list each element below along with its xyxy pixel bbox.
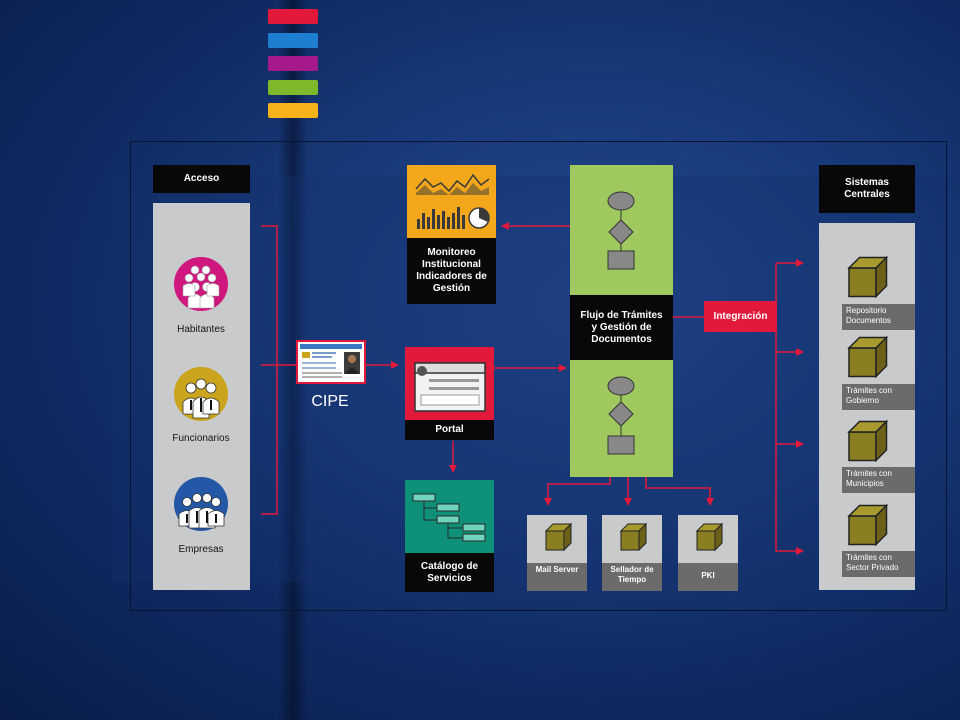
browser-window-icon xyxy=(414,362,486,412)
sistemas-title: Sistemas Centrales xyxy=(819,165,915,213)
diagram-frame xyxy=(130,141,947,611)
tree-structure-icon xyxy=(412,493,486,542)
sellador-panel xyxy=(602,515,662,563)
color-bar-purple xyxy=(268,56,318,71)
habitantes-icon xyxy=(174,257,228,311)
empresas-label: Empresas xyxy=(178,544,224,555)
flowchart-icon xyxy=(607,376,635,455)
flujo-to-pki-arrow xyxy=(645,477,714,506)
cube-icon xyxy=(695,522,724,552)
sellador-label: Sellador de Tiempo xyxy=(602,563,662,591)
catalogo-title: Catálogo de Servicios xyxy=(405,553,494,592)
pki-panel xyxy=(678,515,738,563)
sistemas-item-gobierno: Trámites con Gobierno xyxy=(842,384,915,410)
cube-icon xyxy=(847,335,889,379)
habitantes-label: Habitantes xyxy=(177,324,225,335)
flujo-panel-top xyxy=(570,165,673,295)
catalogo-panel xyxy=(405,480,494,553)
flujo-title: Flujo de Trámites y Gestión de Documento… xyxy=(570,295,673,360)
flowchart-icon xyxy=(607,191,635,270)
integracion-label: Integración xyxy=(704,301,777,332)
sistemas-item-repositorio: Repositorio Documentos xyxy=(842,304,915,330)
color-bar-yellow xyxy=(268,103,318,118)
cube-icon xyxy=(847,255,889,299)
color-bar-green xyxy=(268,80,318,95)
cipe-label: CIPE xyxy=(311,393,349,410)
funcionarios-icon xyxy=(174,367,228,421)
color-bar-blue xyxy=(268,33,318,48)
cipe-card xyxy=(296,340,366,384)
funcionarios-label: Funcionarios xyxy=(172,433,230,444)
sistemas-item-sector-privado: Trámites con Sector Privado xyxy=(842,551,915,577)
acceso-title: Acceso xyxy=(153,165,250,193)
sistemas-item-municipios: Trámites con Municipios xyxy=(842,467,915,493)
portal-title: Portal xyxy=(405,420,494,440)
flujo-to-mail-arrow xyxy=(544,477,611,506)
monitoreo-title: Monitoreo Institucional Indicadores de G… xyxy=(407,238,496,304)
flujo-panel-bottom xyxy=(570,360,673,477)
cube-icon xyxy=(847,503,889,547)
cube-icon xyxy=(619,522,648,552)
cube-icon xyxy=(847,419,889,463)
id-card-icon xyxy=(300,344,362,378)
color-bar-red xyxy=(268,9,318,24)
acceso-bracket xyxy=(261,225,278,515)
background-band xyxy=(112,176,948,582)
monitoreo-panel xyxy=(407,165,496,238)
cube-icon xyxy=(544,522,573,552)
chart-icon xyxy=(415,173,490,229)
portal-panel xyxy=(405,347,494,420)
pki-label: PKI xyxy=(678,563,738,591)
empresas-icon xyxy=(174,477,228,531)
mail-server-label: Mail Server xyxy=(527,563,587,591)
acceso-panel: Habitantes Funcionarios Empresas xyxy=(153,203,250,590)
mail-server-panel xyxy=(527,515,587,563)
